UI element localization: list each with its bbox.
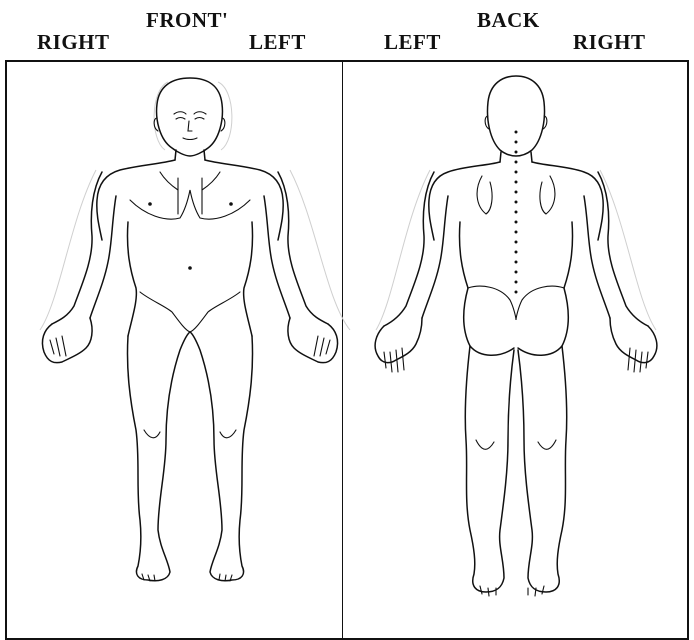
back-left-hand	[375, 318, 422, 363]
back-left-arm	[384, 172, 448, 326]
front-left-leg	[190, 332, 253, 581]
back-body-figure	[375, 76, 657, 596]
spine-dots	[515, 131, 518, 294]
front-right-leg	[127, 332, 190, 581]
front-body-figure	[40, 78, 350, 581]
back-right-arm	[584, 172, 648, 326]
front-head	[157, 78, 223, 156]
back-right-hand	[610, 318, 657, 363]
front-torso	[97, 160, 283, 240]
front-right-arm	[52, 172, 116, 324]
back-right-leg	[518, 346, 567, 592]
back-left-leg	[465, 346, 514, 592]
back-head	[488, 76, 545, 156]
